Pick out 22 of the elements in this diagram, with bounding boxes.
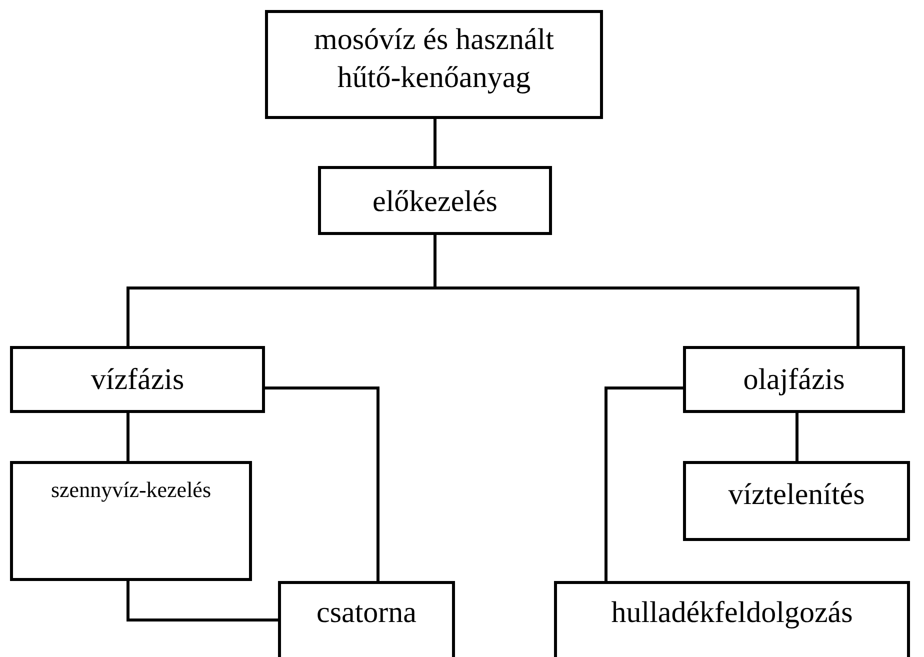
process-box <box>318 166 552 235</box>
connector-line <box>434 119 436 166</box>
process-box <box>10 346 265 413</box>
box-label: előkezelés <box>372 184 498 220</box>
box-label: olajfázis <box>742 362 846 398</box>
box-label: szennyvíz-kezelés <box>50 476 212 504</box>
box-label: mosóvíz és használt hűtő-kenőanyag <box>313 22 555 96</box>
process-box <box>554 581 910 657</box>
connector-line <box>126 413 130 461</box>
box-label: vízfázis <box>90 362 186 398</box>
box-label: víztelenítés <box>727 477 866 513</box>
connector-line <box>126 581 278 622</box>
process-box <box>278 581 455 657</box>
connector-line <box>265 386 380 581</box>
connector-line <box>796 413 798 461</box>
process-box <box>683 346 905 413</box>
box-label: csatorna <box>316 595 418 631</box>
box-label: hulladékfeldolgozás <box>610 595 854 631</box>
process-box <box>683 461 910 541</box>
connector-line <box>604 386 683 581</box>
process-box <box>10 461 252 581</box>
process-box <box>265 10 603 119</box>
